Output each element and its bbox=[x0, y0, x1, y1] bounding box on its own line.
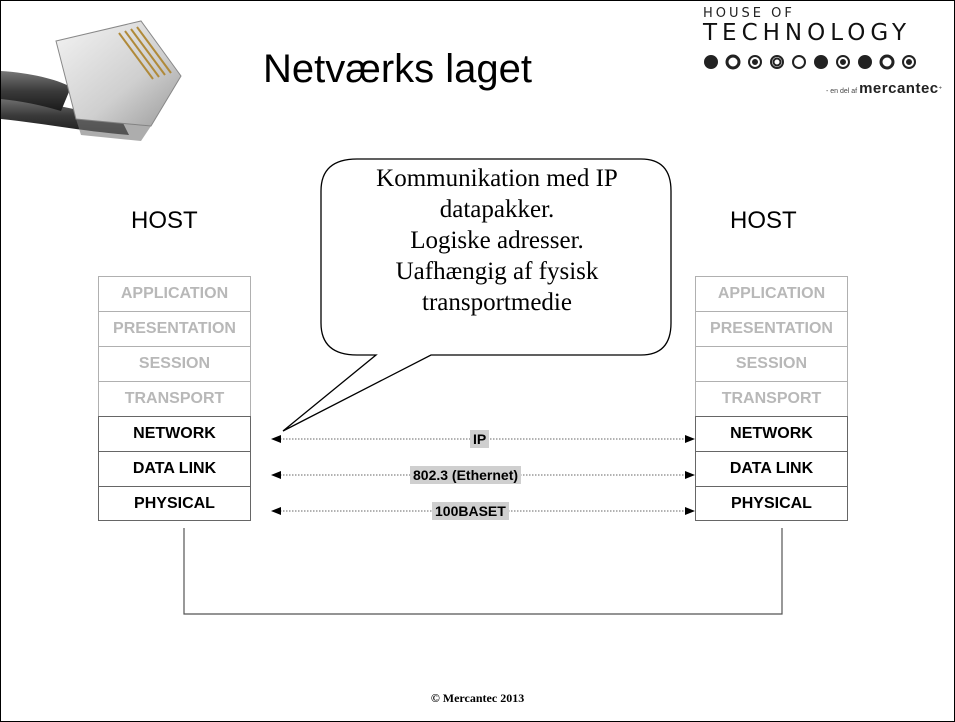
protocol-label-ethernet: 802.3 (Ethernet) bbox=[410, 466, 522, 484]
arrow-left-icon bbox=[271, 435, 281, 443]
layer-presentation: PRESENTATION bbox=[695, 311, 848, 346]
layer-application: APPLICATION bbox=[98, 276, 251, 311]
layer-transport: TRANSPORT bbox=[695, 381, 848, 416]
left-host-title: HOST bbox=[131, 207, 198, 234]
protocol-label-ip: IP bbox=[470, 430, 490, 448]
right-host-osi-stack: APPLICATION PRESENTATION SESSION TRANSPO… bbox=[695, 276, 848, 521]
layer-network: NETWORK bbox=[695, 416, 848, 451]
callout-line: Uafhængig af fysisk bbox=[395, 258, 599, 285]
slide-title: Netværks laget bbox=[263, 47, 532, 91]
brand-main-text: TECHNOLOGY bbox=[703, 20, 912, 46]
callout-bubble bbox=[282, 158, 672, 432]
arrow-left-icon bbox=[271, 471, 281, 479]
brand-tagline-prefix: - en del af bbox=[826, 88, 858, 95]
arrow-right-icon bbox=[685, 435, 695, 443]
layer-data-link: DATA LINK bbox=[695, 451, 848, 486]
layer-physical: PHYSICAL bbox=[695, 486, 848, 521]
layer-data-link: DATA LINK bbox=[98, 451, 251, 486]
layer-network: NETWORK bbox=[98, 416, 251, 451]
protocol-label-100baset: 100BASET bbox=[432, 502, 509, 520]
house-of-technology-logo: HOUSE OF TECHNOLOGY - en del af mercante… bbox=[703, 6, 953, 98]
brand-tagline-name: mercantec bbox=[859, 80, 939, 97]
layer-physical: PHYSICAL bbox=[98, 486, 251, 521]
layer-presentation: PRESENTATION bbox=[98, 311, 251, 346]
arrow-right-icon bbox=[685, 507, 695, 515]
layer-session: SESSION bbox=[695, 346, 848, 381]
left-host-osi-stack: APPLICATION PRESENTATION SESSION TRANSPO… bbox=[98, 276, 251, 521]
brand-dots-icon bbox=[704, 54, 916, 70]
arrow-right-icon bbox=[685, 471, 695, 479]
layer-application: APPLICATION bbox=[695, 276, 848, 311]
brand-tagline: - en del af mercantec+ bbox=[826, 80, 943, 97]
arrow-left-icon bbox=[271, 507, 281, 515]
callout-line: datapakker. bbox=[439, 196, 555, 223]
layer-transport: TRANSPORT bbox=[98, 381, 251, 416]
copyright-footer: © Mercantec 2013 bbox=[430, 691, 525, 705]
network-cable-image bbox=[1, 20, 182, 141]
callout-line: Kommunikation med IP bbox=[376, 165, 618, 192]
physical-link-wire bbox=[183, 528, 783, 615]
layer-session: SESSION bbox=[98, 346, 251, 381]
right-host-title: HOST bbox=[730, 207, 797, 234]
callout-text: Kommunikation med IP datapakker. Logiske… bbox=[323, 163, 671, 318]
callout-line: Logiske adresser. bbox=[410, 227, 584, 254]
brand-top-text: HOUSE OF bbox=[703, 6, 795, 21]
callout-line: transportmedie bbox=[422, 289, 572, 316]
